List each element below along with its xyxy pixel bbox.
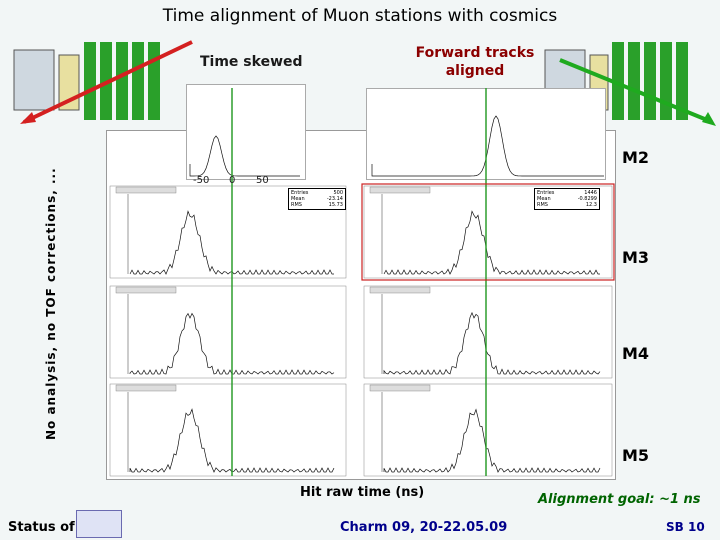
histogram-title-box xyxy=(115,286,177,294)
slide-number: SB 10 xyxy=(666,520,705,534)
alignment-goal: Alignment goal: ~1 ns xyxy=(538,492,701,507)
histogram-trace xyxy=(383,408,601,473)
annotation-time-skewed: Time skewed xyxy=(200,54,303,70)
histograms-svg xyxy=(109,88,615,477)
histogram-title-box xyxy=(369,186,431,194)
histogram-frame xyxy=(363,285,613,379)
histogram-trace-m2-right xyxy=(371,115,604,177)
histogram-trace xyxy=(129,312,335,375)
histogram-frame xyxy=(363,383,613,477)
highlight-box-m3 xyxy=(361,183,615,281)
histogram-frame xyxy=(109,285,347,379)
axis-tick-label: 0 xyxy=(229,175,236,186)
histogram-title-box xyxy=(369,286,431,294)
conference-footer: Charm 09, 20-22.05.09 xyxy=(340,520,508,535)
stat-row: Mean-23.14 xyxy=(291,196,343,202)
station-label-m2: M2 xyxy=(622,148,650,167)
x-axis-label: Hit raw time (ns) xyxy=(300,485,425,500)
station-label-m3: M3 xyxy=(622,248,650,267)
y-axis-label: No analysis, no TOF corrections, ... xyxy=(44,167,58,440)
histogram-trace-m2-left xyxy=(189,135,300,177)
station-label-m4: M4 xyxy=(622,344,650,363)
histogram-title-box xyxy=(115,384,177,392)
axis-tick-label: -50 xyxy=(193,175,210,186)
histogram-m2-skewed-inset xyxy=(186,84,306,180)
axis-tick-label: 50 xyxy=(256,175,269,186)
detector-sketch-right xyxy=(544,42,716,126)
stat-row: Mean-0.8299 xyxy=(537,196,597,202)
histogram-trace xyxy=(383,210,600,275)
detector-sketch-left xyxy=(13,40,193,124)
lhcb-logo xyxy=(76,510,122,538)
histogram-trace xyxy=(383,311,601,375)
histogram-trace xyxy=(129,408,335,473)
annotation-forward-aligned: Forward tracks aligned xyxy=(415,45,535,79)
status-label: Status of xyxy=(8,520,75,535)
slide-title: Time alignment of Muon stations with cos… xyxy=(162,6,558,26)
station-label-m5: M5 xyxy=(622,446,650,465)
histogram-frame xyxy=(109,383,347,477)
histogram-title-box xyxy=(115,186,177,194)
histogram-title-box xyxy=(369,384,431,392)
